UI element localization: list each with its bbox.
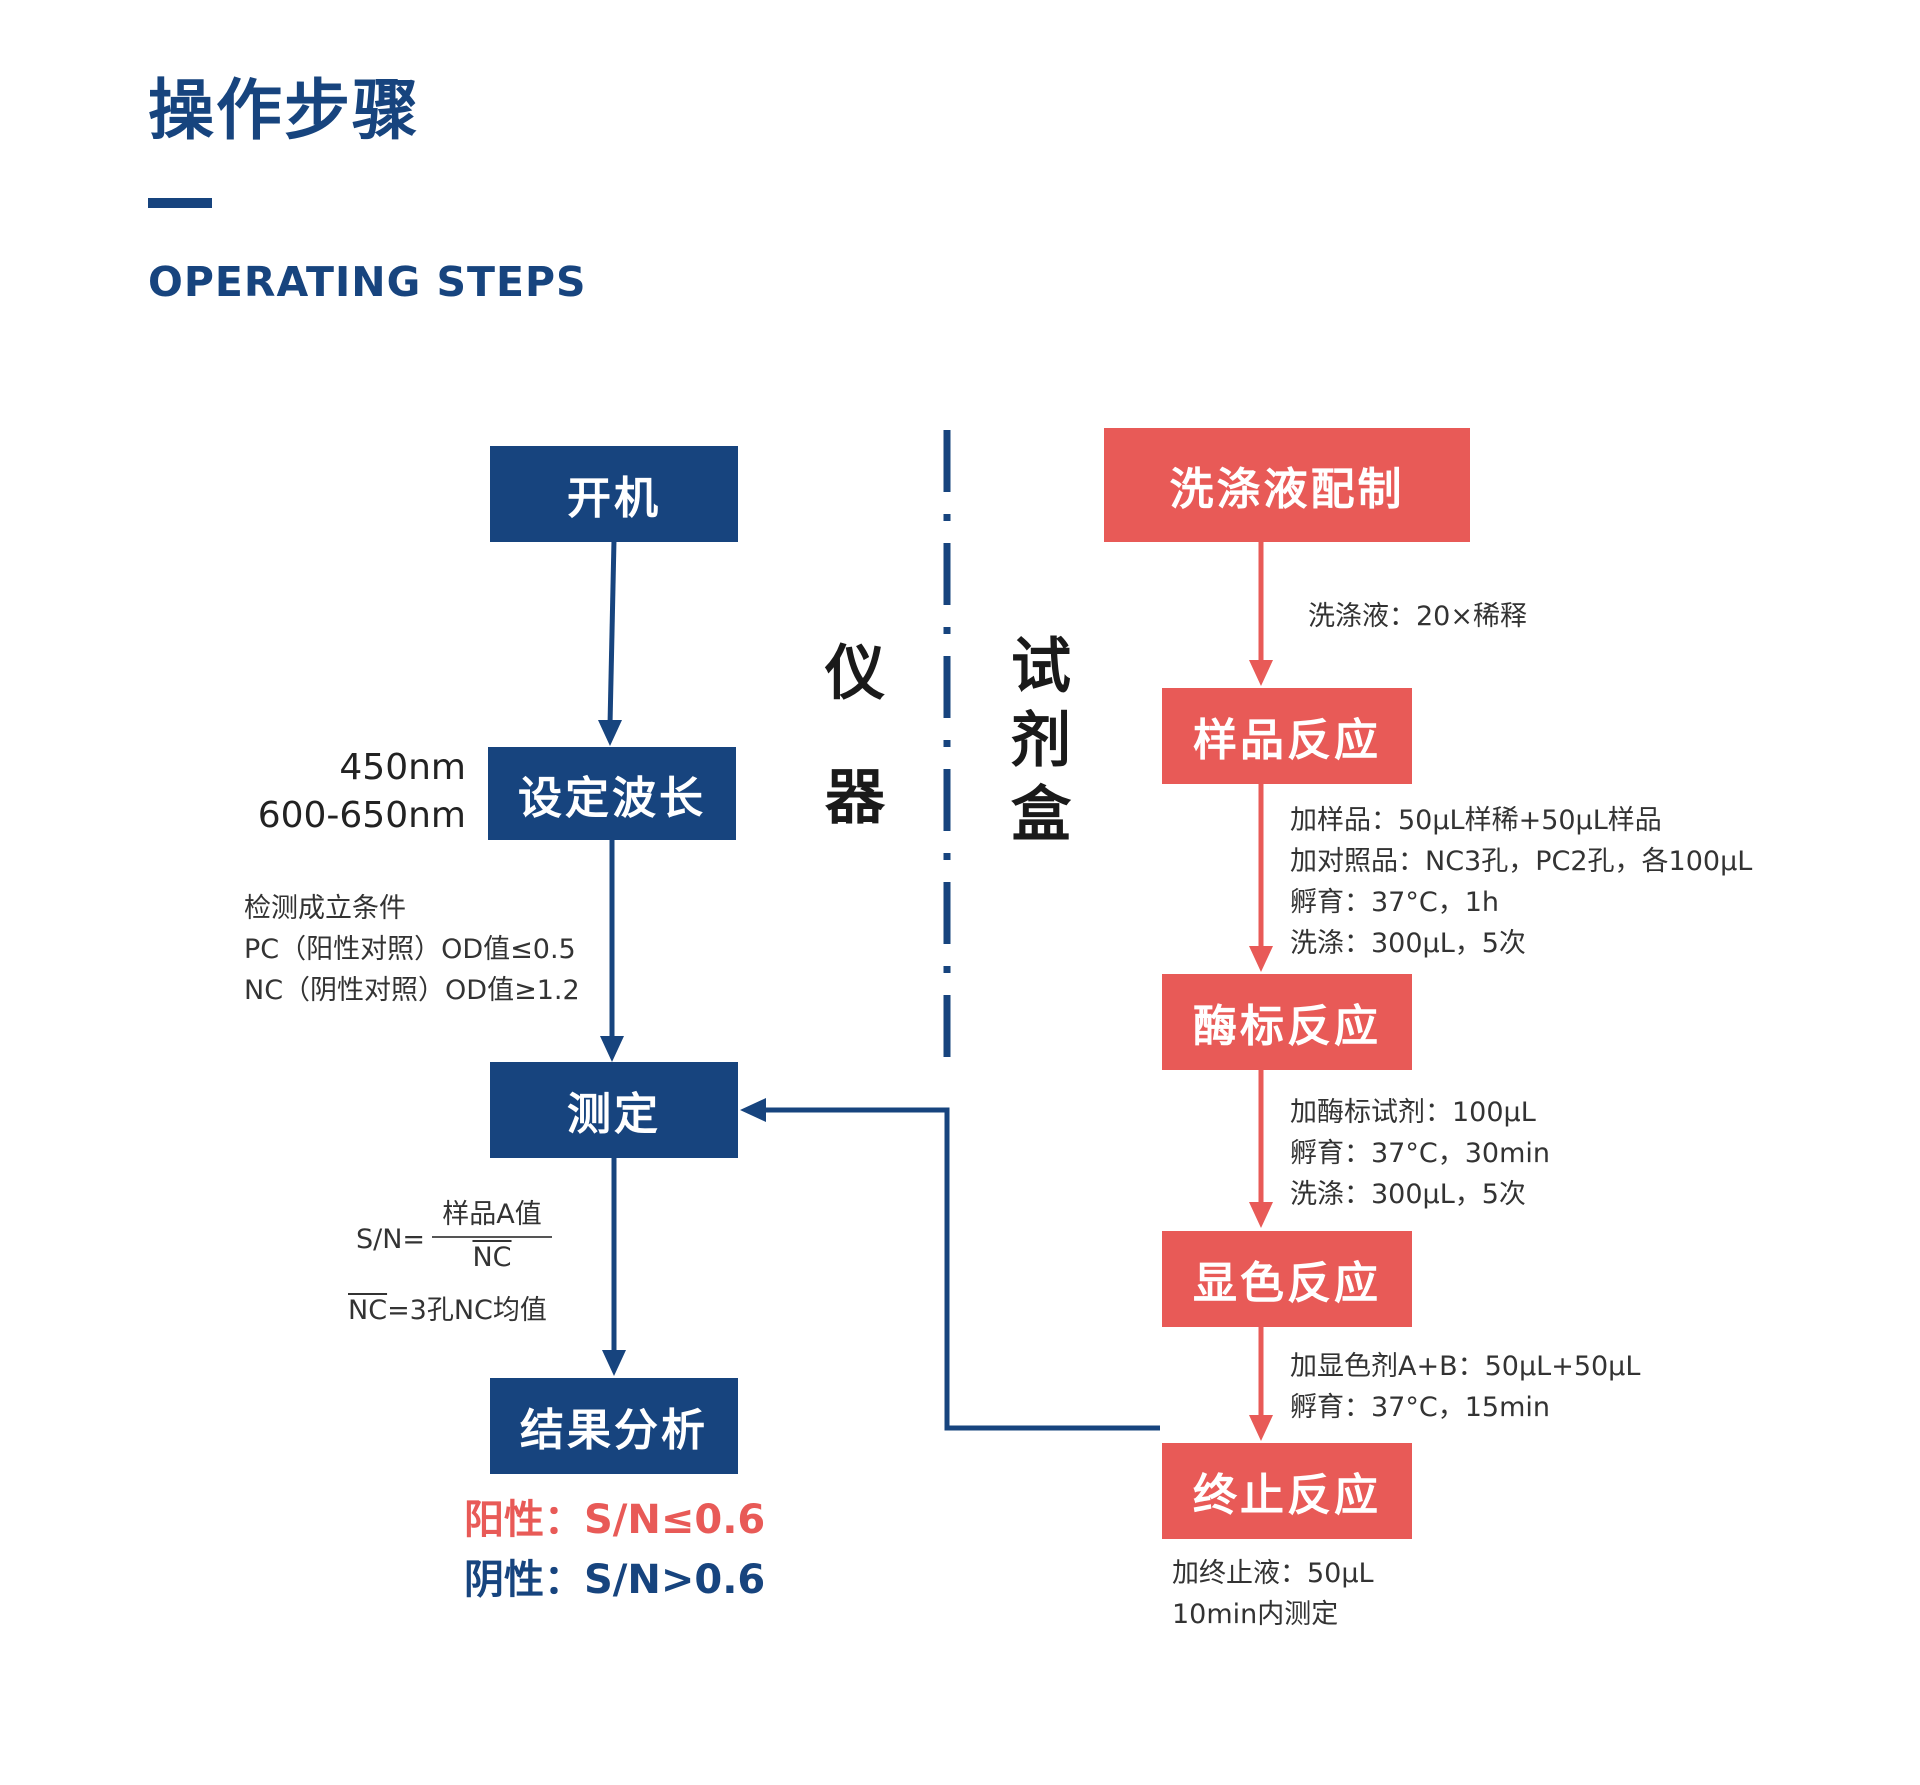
kit-label-char-1: 试 [1011,632,1071,702]
step-color-reaction: 显色反应 [1162,1231,1412,1327]
kit-label-char-2: 剂 [1011,706,1071,776]
formula-lhs: S/N= [356,1224,426,1255]
kit-side-label: 试 剂 盒 [1006,630,1076,852]
note-line: 洗涤：300μL，5次 [1290,1179,1526,1210]
formula-denominator-wrap: NC [432,1242,552,1273]
validity-conditions: 检测成立条件 PC（阳性对照）OD值≤0.5 NC（阴性对照）OD值≥1.2 [244,888,580,1011]
note-line: 孵育：37°C，15min [1290,1392,1550,1423]
arrowhead-power-to-wavelength [598,720,622,746]
note-enzyme-reaction: 加酶标试剂：100μL 孵育：37°C，30min 洗涤：300μL，5次 [1290,1092,1550,1215]
arrowhead-wavelength-to-measure [600,1036,624,1062]
instrument-side-label: 仪 器 [820,637,890,835]
step-enzyme-reaction: 酶标反应 [1162,974,1412,1070]
return-arrowhead [740,1098,766,1122]
validity-pc: PC（阳性对照）OD值≤0.5 [244,934,576,965]
note-line: 加对照品：NC3孔，PC2孔，各100μL [1290,846,1753,877]
note-line: 加样品：50μL样稀+50μL样品 [1290,805,1662,836]
note-wash-prep: 洗涤液：20×稀释 [1308,596,1527,637]
kit-arrows [1249,540,1273,1441]
formula-note-symbol: NC [348,1295,388,1326]
step-power-on: 开机 [490,446,738,542]
arrowhead-color-to-stop [1249,1415,1273,1441]
note-line: 10min内测定 [1172,1599,1339,1630]
step-measure: 测定 [490,1062,738,1158]
note-line: 加终止液：50μL [1172,1558,1374,1589]
note-line: 洗涤液：20×稀释 [1308,601,1527,632]
note-sample-reaction: 加样品：50μL样稀+50μL样品 加对照品：NC3孔，PC2孔，各100μL … [1290,800,1752,964]
formula-note-text: =3孔NC均值 [387,1295,547,1326]
note-stop-reaction: 加终止液：50μL 10min内测定 [1172,1553,1374,1635]
instrument-label-char-1: 仪 [825,639,885,709]
arrowhead-sample-to-enzyme [1249,946,1273,972]
return-line [760,1107,1160,1431]
instrument-label-char-2: 器 [825,763,885,833]
step-stop-reaction: 终止反应 [1162,1443,1412,1539]
wavelength-primary: 450nm [339,747,466,788]
formula-fraction-bar [432,1236,552,1238]
note-line: 洗涤：300μL，5次 [1290,928,1526,959]
step-wash-prep: 洗涤液配制 [1104,428,1470,542]
note-line: 加酶标试剂：100μL [1290,1097,1536,1128]
instrument-arrows [598,539,626,1376]
note-line: 孵育：37°C，30min [1290,1138,1550,1169]
formula-numerator: 样品A值 [442,1199,542,1230]
step-set-wavelength: 设定波长 [488,747,736,840]
wavelength-reference: 600-650nm [257,795,466,836]
result-negative: 阴性：S/N>0.6 [464,1557,766,1603]
wavelength-labels: 450nm 600-650nm [250,744,466,840]
page-subtitle: OPERATING STEPS [148,258,587,306]
arrowhead-wash-to-sample [1249,660,1273,686]
note-line: 孵育：37°C，1h [1290,887,1499,918]
validity-heading: 检测成立条件 [244,893,406,924]
formula-denominator: NC [472,1242,512,1273]
formula-note: NC=3孔NC均值 [348,1290,547,1331]
step-sample-reaction: 样品反应 [1162,688,1412,784]
step-result-analysis: 结果分析 [490,1378,738,1474]
title-underline-bar [148,198,212,208]
note-color-reaction: 加显色剂A+B：50μL+50μL 孵育：37°C，15min [1290,1346,1640,1428]
kit-label-char-3: 盒 [1011,780,1071,850]
return-path [740,1098,1160,1431]
validity-nc: NC（阴性对照）OD值≥1.2 [244,975,580,1006]
note-line: 加显色剂A+B：50μL+50μL [1290,1351,1641,1382]
page-title: 操作步骤 [148,72,420,149]
arrow-power-to-wavelength [607,539,617,726]
result-positive: 阳性：S/N≤0.6 [464,1497,766,1543]
arrowhead-enzyme-to-color [1249,1202,1273,1228]
arrowhead-measure-to-analysis [602,1350,626,1376]
